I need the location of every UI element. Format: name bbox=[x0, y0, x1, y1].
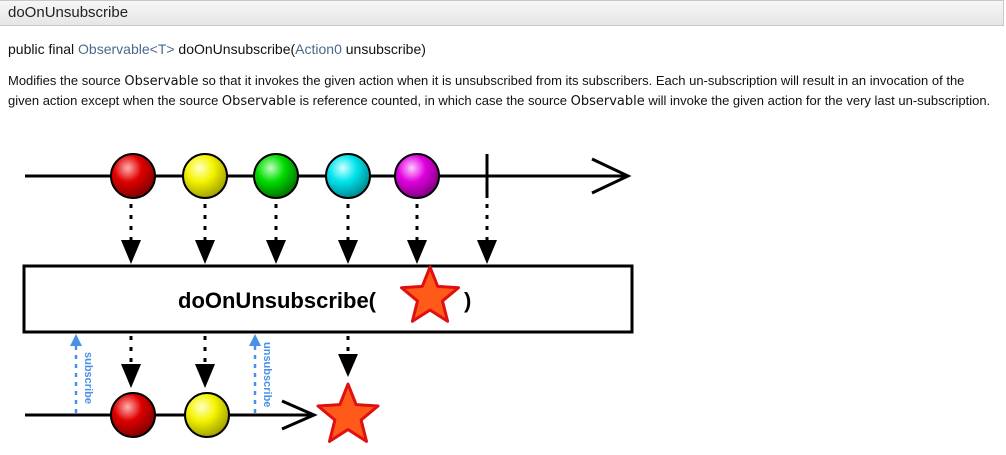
method-signature: public final Observable<T> doOnUnsubscri… bbox=[8, 41, 426, 57]
marble-red bbox=[110, 153, 156, 199]
operator-label: doOnUnsubscribe( bbox=[178, 288, 377, 313]
operator-box: doOnUnsubscribe( ) bbox=[22, 264, 634, 334]
result-marble-yellow bbox=[184, 392, 230, 438]
subscribe-arrow: subscribe bbox=[70, 334, 94, 414]
output-arrowheads bbox=[121, 354, 358, 388]
star-icon bbox=[400, 265, 460, 323]
marble-yellow bbox=[182, 153, 228, 199]
action-star-icon bbox=[316, 382, 380, 443]
observable-code: Observable bbox=[221, 93, 297, 109]
method-header: doOnUnsubscribe bbox=[0, 0, 1004, 26]
marble-cyan bbox=[325, 153, 371, 199]
input-arrowheads bbox=[121, 240, 497, 264]
subscribe-label: subscribe bbox=[82, 352, 94, 404]
unsubscribe-label: unsubscribe bbox=[261, 342, 273, 407]
input-arrows bbox=[129, 204, 489, 242]
return-type-link[interactable]: Observable bbox=[78, 41, 150, 57]
observable-code: Observable bbox=[570, 93, 645, 109]
generic-type: <T> bbox=[149, 41, 175, 57]
output-arrows bbox=[129, 336, 350, 366]
marble-magenta bbox=[394, 153, 440, 199]
signature-modifiers: public final bbox=[8, 41, 79, 57]
method-header-title: doOnUnsubscribe bbox=[8, 4, 129, 21]
observable-code: Observable bbox=[124, 74, 199, 89]
result-timeline bbox=[25, 399, 318, 431]
operator-close: ) bbox=[464, 288, 471, 313]
signature-method-name: doOnUnsubscribe( bbox=[174, 41, 296, 57]
marble-green bbox=[253, 153, 299, 199]
result-marble-red bbox=[110, 392, 156, 438]
param-type-link[interactable]: Action0 bbox=[295, 41, 342, 57]
marble-diagram: doOnUnsubscribe( ) subscribe unsubscribe bbox=[22, 153, 634, 443]
method-description: Modifies the source Observable so that i… bbox=[8, 73, 991, 109]
signature-param: unsubscribe) bbox=[341, 41, 426, 57]
unsubscribe-arrow: unsubscribe bbox=[249, 334, 273, 414]
